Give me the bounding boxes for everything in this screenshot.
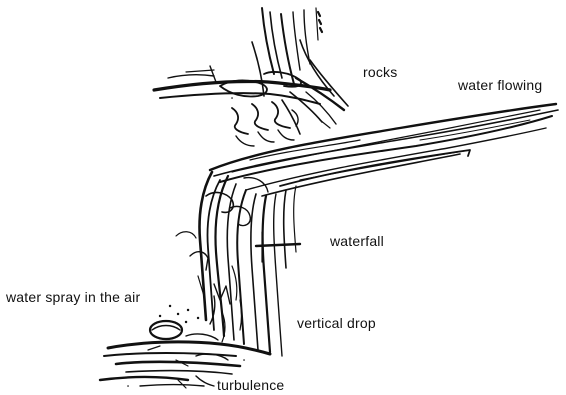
label-waterfall: waterfall [330, 233, 384, 249]
label-vertical-drop: vertical drop [297, 315, 376, 331]
waterfall-drawing [176, 172, 300, 356]
label-turbulence: turbulence [217, 377, 284, 393]
label-rocks: rocks [363, 64, 397, 80]
label-water-flowing: water flowing [458, 77, 542, 93]
label-water-spray: water spray in the air [6, 289, 140, 305]
rocks-drawing [154, 8, 348, 146]
